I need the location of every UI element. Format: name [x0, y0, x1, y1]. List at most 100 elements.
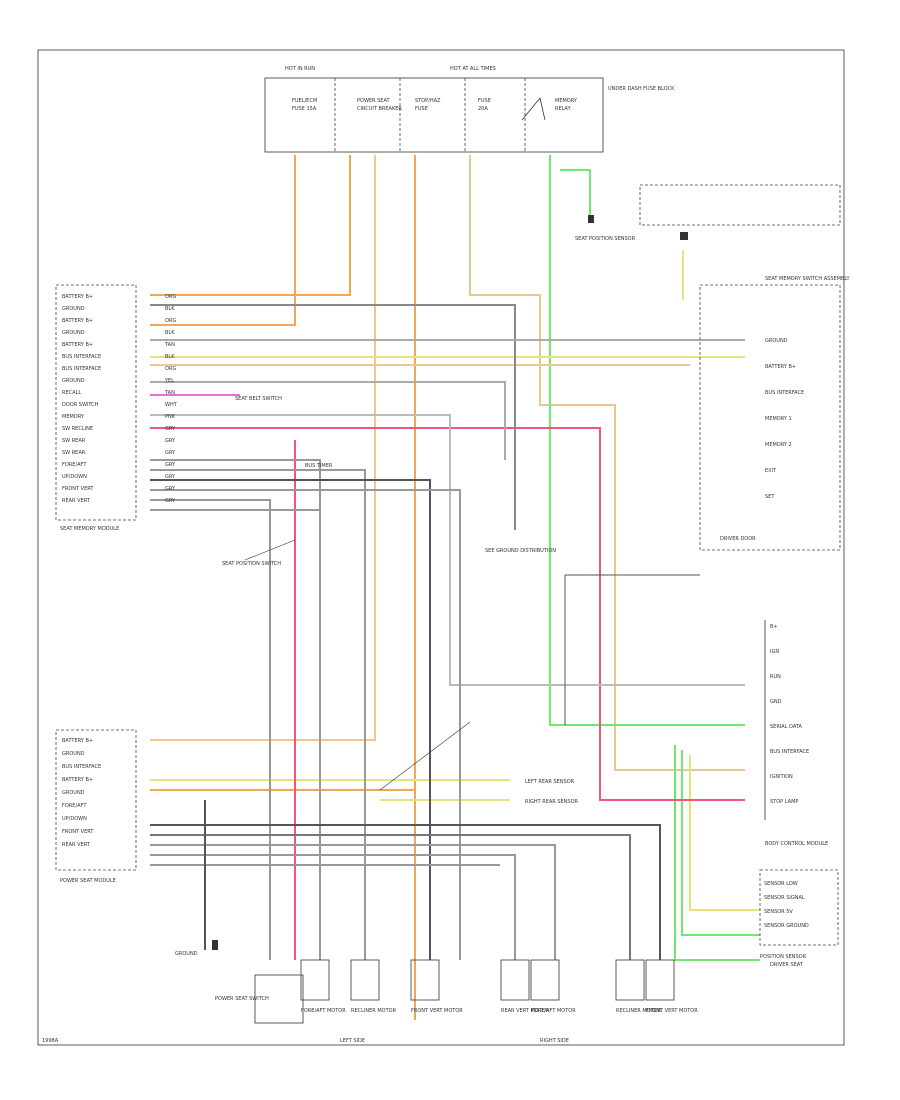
memory-pin-label: GROUND: [62, 306, 85, 312]
seat-module-row: FRONT VERT: [62, 829, 94, 835]
motor-label: FORE/AFT MOTOR: [301, 1008, 346, 1014]
memory-pin-label: BUS INTERFACE: [62, 366, 101, 372]
motor-label: FRONT VERT MOTOR: [411, 1008, 463, 1014]
memory-module-box: [55, 284, 137, 521]
wire-yellow-1: [689, 755, 760, 911]
group-label-right: RIGHT SIDE: [540, 1038, 569, 1044]
motor-box: [300, 959, 330, 1001]
motor-label: RECLINER MOTOR: [351, 1008, 397, 1014]
motor-label: FRONT VERT MOTOR: [646, 1008, 698, 1014]
fuse-4-label: FUSE: [478, 98, 491, 104]
memory-switch: SEAT MEMORY SWITCH ASSEMBLY GROUNDBATTER…: [639, 184, 851, 551]
sensor-connector: [680, 232, 688, 240]
wire-orange-light-1: [150, 155, 376, 741]
note-8: SEAT BELT SWITCH: [235, 396, 282, 402]
sensor-row: SENSOR SIGNAL: [764, 895, 805, 901]
seat-module-row: GROUND: [62, 790, 85, 796]
ecm-row: BUS INTERFACE: [770, 749, 809, 755]
relay-switch-symbol: [521, 97, 546, 121]
wire-green-1: [549, 155, 745, 726]
seat-module-row: UP/DOWN: [62, 816, 87, 822]
fuse-header-right: HOT AT ALL TIMES: [450, 66, 496, 72]
memory-pin-wire-color: PNK: [165, 414, 176, 420]
fuse-4-sub: 20A: [478, 106, 488, 112]
wire-orange-1: [150, 155, 296, 326]
memory-switch-caption: DRIVER DOOR: [720, 536, 756, 542]
ecm-row: RUN: [770, 674, 781, 680]
fuse-header-left: HOT IN RUN: [285, 66, 315, 72]
memory-pin-label: FRONT VERT: [62, 486, 94, 492]
fuse-3-label: STOP/HAZ: [415, 98, 441, 104]
fuse-5-sub: RELAY: [555, 106, 572, 112]
fuse-3-sub: FUSE: [415, 106, 428, 112]
seat-module-row: GROUND: [62, 751, 85, 757]
motor-row: FORE/AFT MOTOR RECLINER MOTOR FRONT VERT M…: [300, 959, 698, 1014]
note-7: GROUND: [175, 951, 198, 957]
wire-dark-2: [150, 824, 661, 960]
memory-switch-row: BUS INTERFACE: [765, 390, 804, 396]
sensor-row: SENSOR LOW: [764, 881, 798, 887]
wire-group: [150, 155, 760, 1020]
seat-module-row: BUS INTERFACE: [62, 764, 101, 770]
motor-box: [500, 959, 530, 1001]
ecm-row: IGNITION: [770, 774, 793, 780]
note-5: RIGHT REAR SENSOR: [525, 799, 579, 805]
wire-green-2: [560, 169, 591, 215]
memory-switch-title: SEAT MEMORY SWITCH ASSEMBLY: [765, 276, 851, 282]
wire-green-4: [681, 750, 760, 936]
wire-gray-4: [150, 414, 745, 686]
wire-gray-11: [150, 844, 556, 960]
memory-pin-label: GROUND: [62, 378, 85, 384]
wire-gray-7: [150, 489, 461, 960]
memory-pin-label: UP/DOWN: [62, 474, 87, 480]
wire-gray-10: [150, 834, 631, 960]
ground-connector: [588, 215, 594, 223]
motor-label: FORE/AFT MOTOR: [531, 1008, 576, 1014]
wire-green-3: [674, 745, 760, 961]
motor-box: [645, 959, 675, 1001]
wire-gray-12: [150, 854, 516, 960]
seat-module: BATTERY B+ GROUND BUS INTERFACE BATTERY B+ G…: [55, 729, 137, 884]
ecm-row: IGN: [770, 649, 779, 655]
ecm-row: B+: [770, 624, 778, 630]
ecm-caption: BODY CONTROL MODULE: [765, 841, 828, 847]
fuse-2-label: POWER SEAT: [357, 98, 390, 104]
fuse-5-label: MEMORY: [555, 98, 578, 104]
seat-module-row: BATTERY B+: [62, 738, 93, 744]
power-seat-switch-caption: POWER SEAT SWITCH: [215, 996, 269, 1002]
memory-pin-wire-color: BLK: [165, 306, 175, 312]
wire-gray-3: [150, 381, 506, 460]
memory-pin-label: DOOR SWITCH: [62, 402, 99, 408]
position-sensor-title: POSITION SENSOR: [760, 954, 807, 960]
memory-switch-row: EXIT: [765, 468, 777, 474]
note-6: SEAT POSITION SWITCH: [222, 561, 281, 567]
fuse-block-box: [264, 77, 604, 153]
motor-box: [615, 959, 645, 1001]
memory-pin-label: REAR VERT: [62, 498, 91, 504]
memory-switch-row: MEMORY 2: [765, 442, 792, 448]
memory-pin-wire-color: GRY: [165, 450, 176, 456]
memory-pin-wire-color: ORG: [165, 318, 176, 324]
motor-box: [410, 959, 440, 1001]
memory-pin-label: RECALL: [62, 390, 81, 396]
memory-switch-row: GROUND: [765, 338, 788, 344]
fuse-1-sub: FUSE 15A: [292, 106, 317, 112]
memory-pin-label: SW RECLINE: [62, 426, 93, 432]
memory-pin-wire-color: WHT: [165, 402, 178, 408]
seat-module-row: FORE/AFT: [62, 803, 87, 809]
memory-pin-wire-color: GRY: [165, 498, 176, 504]
fuse-2-sub: CIRCUIT BREAKER: [357, 106, 402, 112]
wire-gray-6: [150, 469, 366, 960]
wire-tan-1: [469, 155, 745, 771]
memory-pin-label: FORE/AFT: [62, 462, 87, 468]
seat-module-row: BATTERY B+: [62, 777, 93, 783]
ecm-row: STOP LAMP: [770, 799, 798, 805]
note-3: SEE GROUND DISTRIBUTION: [485, 548, 556, 554]
motor-label: REAR VERT MOTOR: [501, 1008, 550, 1014]
